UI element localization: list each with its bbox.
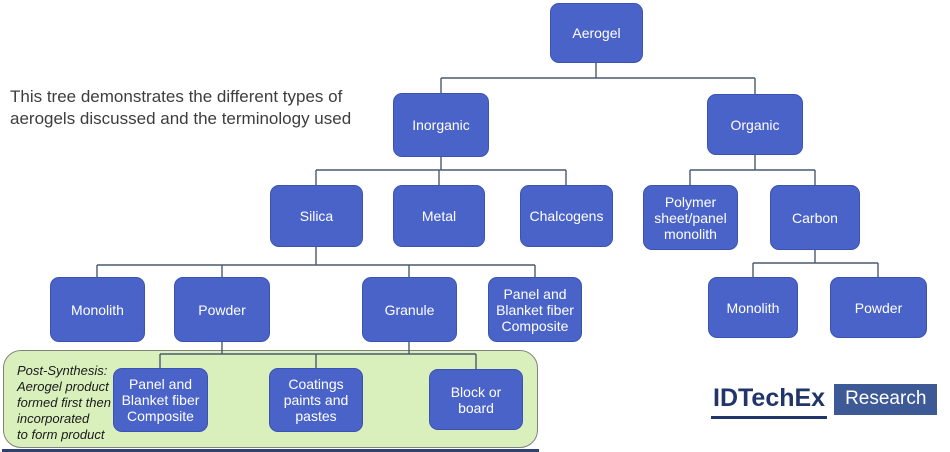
post-synthesis-note: Post-Synthesis: Aerogel product formed f…	[17, 363, 111, 442]
node-post-coatings-paints-pastes: Coatings paints and pastes	[269, 368, 363, 432]
node-post-panel-blanket-composite: Panel and Blanket fiber Composite	[113, 368, 208, 432]
node-metal: Metal	[393, 185, 485, 247]
diagram-caption: This tree demonstrates the different typ…	[10, 87, 352, 128]
node-silica-panel-blanket-composite: Panel and Blanket fiber Composite	[488, 277, 582, 342]
node-silica-monolith: Monolith	[50, 277, 145, 342]
node-aerogel: Aerogel	[550, 3, 643, 63]
node-silica-powder: Powder	[174, 277, 270, 342]
node-silica-granule: Granule	[362, 277, 457, 342]
bottom-accent-bar	[2, 449, 539, 452]
idtechex-logo: IDTechEx Research	[711, 384, 938, 419]
node-carbon-powder: Powder	[830, 277, 927, 338]
node-chalcogens: Chalcogens	[520, 185, 613, 247]
node-carbon-monolith: Monolith	[708, 277, 798, 338]
node-carbon: Carbon	[770, 185, 860, 250]
node-post-block-or-board: Block or board	[429, 369, 523, 430]
idtechex-wordmark: IDTechEx	[711, 384, 828, 419]
research-badge: Research	[834, 384, 938, 415]
node-polymer-sheet-panel-monolith: Polymer sheet/panel monolith	[643, 185, 738, 250]
node-silica: Silica	[270, 185, 363, 247]
node-organic: Organic	[707, 94, 803, 155]
node-inorganic: Inorganic	[393, 93, 489, 157]
